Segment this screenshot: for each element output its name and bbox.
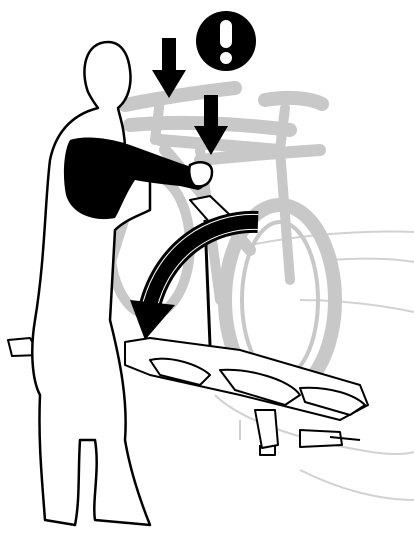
person-silhouette [32, 42, 150, 525]
bike-handlebar [125, 88, 235, 105]
bike-saddle [265, 98, 322, 104]
warning-badge [196, 11, 256, 71]
